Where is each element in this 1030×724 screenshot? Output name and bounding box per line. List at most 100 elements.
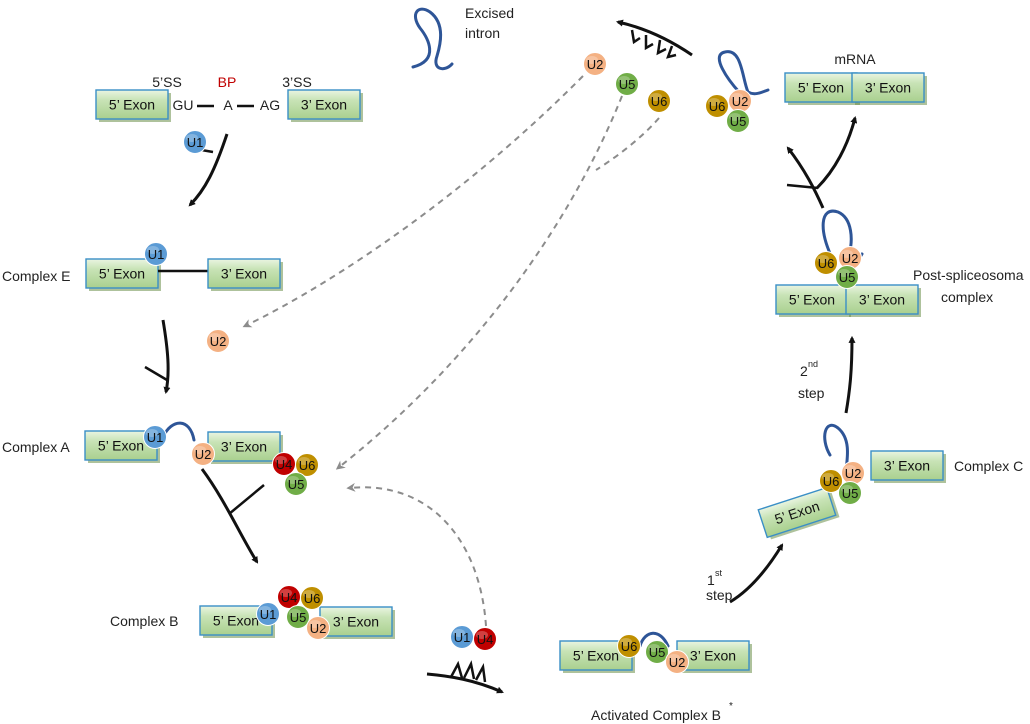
- intron-loop: [823, 424, 850, 472]
- exon-label: 3’ Exon: [884, 458, 930, 474]
- arrow-release-u1-u4: [426, 672, 504, 694]
- exon-label: 3’ Exon: [221, 266, 267, 282]
- excised-intron-label: intron: [465, 25, 500, 41]
- snrnp-label: U4: [276, 457, 293, 472]
- snrnp-label: U2: [210, 334, 227, 349]
- snrnp-u2: U2: [841, 461, 865, 485]
- second-step-superscript: nd: [808, 359, 818, 369]
- snrnp-u4: U4: [473, 627, 497, 651]
- snrnp-u5: U5: [615, 72, 639, 96]
- snrnp-u5: U5: [286, 605, 310, 629]
- snrnp-u5: U5: [645, 640, 669, 664]
- excised-intron: [411, 7, 454, 71]
- exon-5prime: 5’ Exon: [84, 430, 160, 463]
- snrnp-label: U2: [842, 251, 859, 266]
- arrow-to-mrna: [786, 146, 825, 209]
- snrnp-label: U2: [310, 621, 327, 636]
- u1-u4-recycle-arrow: [346, 482, 487, 627]
- snrnp-u6: U6: [819, 469, 843, 493]
- exon-label: 5’ Exon: [213, 613, 259, 629]
- snrnp-label: U4: [477, 632, 494, 647]
- snrnp-u5: U5: [838, 481, 862, 505]
- snrnp-label: U5: [730, 114, 747, 129]
- first-step-label: 1: [707, 572, 715, 588]
- exon-3prime: 3’ Exon: [870, 450, 946, 483]
- exon-label: 3’ Exon: [859, 292, 905, 308]
- five-splice-site-label: 5’SS: [152, 74, 182, 90]
- exon-label: 5’ Exon: [98, 438, 144, 454]
- exon-label: 3’ Exon: [221, 439, 267, 455]
- activated-complex-b-label: Activated Complex B: [591, 707, 721, 723]
- snrnp-label: U6: [651, 94, 668, 109]
- snrnp-label: U6: [621, 639, 638, 654]
- pre-mrna: 5’ Exon 3’ Exon: [95, 89, 363, 122]
- snrnp-label: U1: [260, 607, 277, 622]
- recycling-arrows: [242, 75, 660, 627]
- snrnp-u6: U6: [814, 251, 838, 275]
- exon-3prime: 3’ Exon: [207, 258, 283, 291]
- branch-point-a: A: [223, 97, 233, 113]
- arrow-e-to-a: [161, 319, 171, 395]
- snrnp-u2: U2: [838, 246, 862, 270]
- snrnp-u6: U6: [647, 89, 671, 113]
- snrnp-label: U6: [299, 458, 316, 473]
- complex-a-label: Complex A: [2, 439, 70, 455]
- snrnp-u6: U6: [295, 453, 319, 477]
- snrnp-u1: U1: [183, 130, 207, 154]
- snrnp-label: U1: [147, 430, 164, 445]
- snrnp-u6: U6: [300, 586, 324, 610]
- exon-5prime: 5’ Exon: [775, 284, 851, 317]
- snrnp-label: U1: [148, 247, 165, 262]
- exon-3prime: 3’ Exon: [207, 431, 283, 464]
- snrnp-label: U2: [587, 57, 604, 72]
- intron-loop: [638, 631, 670, 648]
- exon-3prime: 3’ Exon: [676, 640, 752, 673]
- snrnp-u2: U2: [583, 52, 607, 76]
- u5-recycle-arrow: [335, 95, 623, 470]
- snrnp-u5: U5: [284, 472, 308, 496]
- snrnp-u2: U2: [306, 616, 330, 640]
- snrnp-label: U2: [732, 94, 749, 109]
- intron-loop: [161, 421, 196, 442]
- exon-3prime: 3’ Exon: [319, 606, 395, 639]
- snrnp-u2: U2: [665, 650, 689, 674]
- arrow-pre-to-e: [188, 133, 229, 207]
- u6-recycle-arrow: [595, 117, 660, 171]
- exon-label: 5’ Exon: [798, 80, 844, 96]
- three-splice-site-label: 3’SS: [282, 74, 312, 90]
- snrnp-label: U5: [649, 645, 666, 660]
- exon-label: 5’ Exon: [109, 97, 155, 113]
- flow-arrows: [161, 19, 858, 694]
- snrnp-label: U2: [845, 466, 862, 481]
- snrnp-u4: U4: [272, 452, 296, 476]
- arrow-second-step: [844, 335, 856, 414]
- activated-complex-b-asterisk: *: [729, 701, 733, 712]
- snrnp-label: U5: [839, 270, 856, 285]
- first-step-superscript: st: [715, 568, 723, 578]
- snrnp-label: U6: [304, 591, 321, 606]
- exon-3prime: 3’ Exon: [851, 72, 927, 105]
- exon-3prime: 3’ Exon: [287, 89, 363, 122]
- exon-label: 5’ Exon: [573, 648, 619, 664]
- snrnp-u1: U1: [256, 602, 280, 626]
- snrnp-label: U5: [842, 486, 859, 501]
- intron-loop: [411, 7, 454, 71]
- snrnp-label: U4: [281, 590, 298, 605]
- snrnp-label: U5: [619, 77, 636, 92]
- snrnp-u6: U6: [705, 94, 729, 118]
- snrnp-label: U2: [195, 447, 212, 462]
- exon-5prime: 5’ Exon: [85, 258, 161, 291]
- snrnp-label: U6: [818, 256, 835, 271]
- snrnp-u2: U2: [191, 442, 215, 466]
- branch-point-label: BP: [218, 74, 237, 90]
- snrnp-u1: U1: [143, 425, 167, 449]
- snrnp-label: U2: [669, 655, 686, 670]
- snrnp-u5: U5: [726, 109, 750, 133]
- snrnp-u6: U6: [617, 634, 641, 658]
- release-forks: [449, 29, 677, 683]
